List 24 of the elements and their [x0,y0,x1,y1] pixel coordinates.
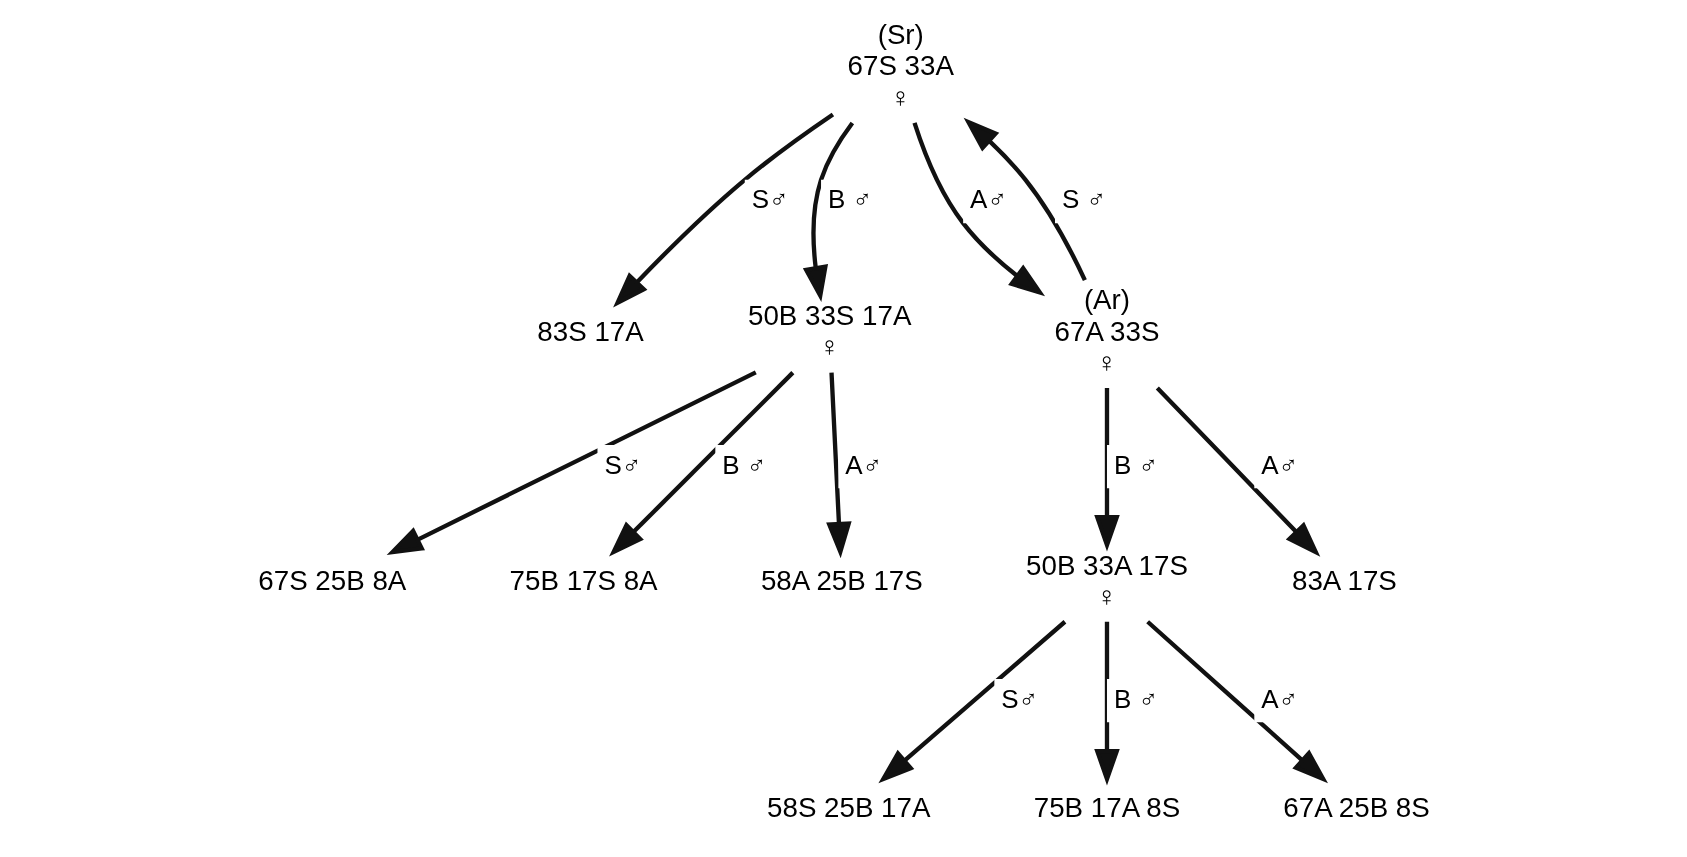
edge-label: B ♂ [1113,683,1158,714]
edge-label: A♂ [1260,449,1298,480]
node-text: 83S 17A [536,315,644,347]
node-text: 75B 17S 8A [509,565,658,597]
edge-label: A♂ [1260,683,1298,714]
node-text: 50B 33S 17A ♀ [747,300,911,363]
node-text: 50B 33A 17S ♀ [1025,549,1188,612]
edge-label: A♂ [969,184,1007,215]
edge-label: S♂ [1000,683,1038,714]
edge-label: S ♂ [1061,184,1106,215]
node-text: (Sr) 67S 33A ♀ [847,19,954,113]
edge-label: B ♂ [1113,449,1158,480]
node-text: 75B 17A 8S [1033,792,1180,824]
node-text: (Ar) 67A 33S ♀ [1054,284,1159,378]
edge-label: S♂ [751,184,789,215]
node-text: 67A 25B 8S [1282,792,1430,824]
node-text: 83A 17S [1291,565,1397,597]
edge-label: A♂ [844,449,882,480]
edge-label: S♂ [603,449,641,480]
node-text: 58A 25B 17S [760,565,923,597]
edge-label: B ♂ [721,449,766,480]
node-text: 58S 25B 17A [766,792,930,824]
node-text: 67S 25B 8A [257,565,406,597]
edge-label: B ♂ [827,184,872,215]
